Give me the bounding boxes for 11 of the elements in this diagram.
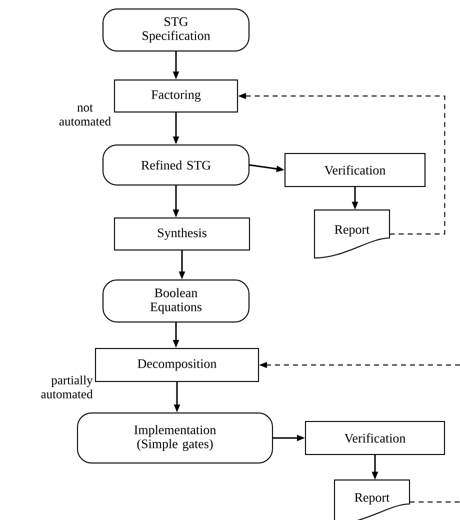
process-box: Verification (305, 421, 445, 455)
process-box: Synthesis (114, 218, 250, 250)
rounded-box: Boolean Equations (102, 280, 250, 322)
process-box: Verification (284, 153, 426, 187)
rounded-box: STG Specification (102, 8, 250, 52)
note-text: partially automated (41, 376, 93, 398)
rounded-box: Refined STG (102, 144, 250, 186)
process-box: Decomposition (95, 348, 259, 382)
rounded-box: Implementation (Simple gates) (77, 412, 273, 464)
note-text: not automated (59, 104, 111, 126)
process-box: Factoring (114, 80, 238, 112)
